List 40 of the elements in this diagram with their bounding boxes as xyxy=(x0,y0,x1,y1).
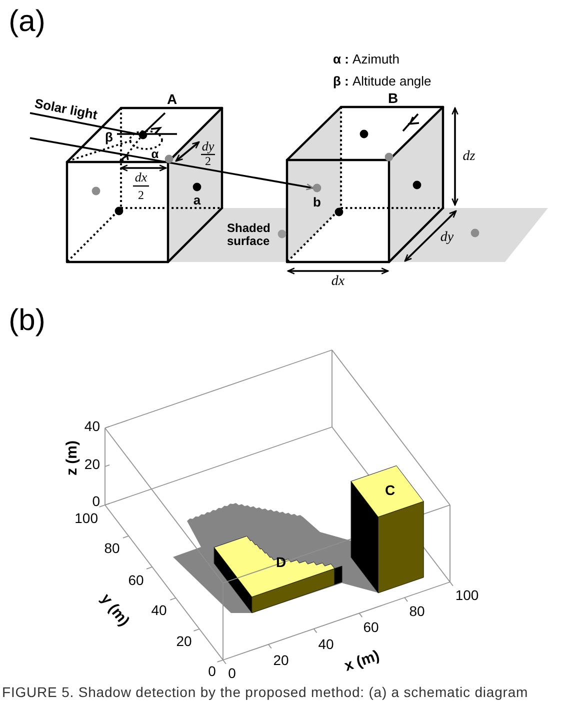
tick-label: 20 xyxy=(176,634,192,648)
symbol-definition: β : Altitude angle xyxy=(333,74,432,88)
ray-label: Solar light xyxy=(34,96,98,122)
tick-label: 40 xyxy=(84,419,100,433)
panel-label: (a) xyxy=(8,7,46,37)
tick-label: 0 xyxy=(92,494,100,508)
dimension-label: 2 xyxy=(205,155,211,167)
panel-label: (b) xyxy=(8,306,46,336)
tick-label: 100 xyxy=(455,588,479,602)
angle-label: α xyxy=(151,148,159,160)
dimension-label: dy xyxy=(440,231,454,245)
tick-label: 20 xyxy=(273,653,289,667)
tick-label: 20 xyxy=(84,457,100,471)
symbol-definition: α : Azimuth xyxy=(333,52,400,66)
dimension-label: dx xyxy=(331,275,345,289)
caption: FIGURE 5. Shadow detection by the proposed method: (a) a schematic diagram xyxy=(2,684,528,701)
axis-title: x (m) xyxy=(342,648,382,674)
tick-label: 60 xyxy=(363,620,379,634)
tick-label: 80 xyxy=(104,541,120,555)
dimension-label: dy xyxy=(202,140,214,152)
tick-label: 0 xyxy=(208,664,216,678)
axis-title: z (m) xyxy=(64,440,80,476)
tick-label: 80 xyxy=(409,604,425,618)
tick-label: 40 xyxy=(151,603,167,617)
angle-label: β xyxy=(105,130,113,144)
cube-label: B xyxy=(388,91,398,105)
dimension-label: dx xyxy=(134,170,148,184)
building-label: D xyxy=(276,555,286,569)
building-label: C xyxy=(384,483,396,497)
point-label: b xyxy=(313,196,321,208)
tick-label: 100 xyxy=(74,511,98,525)
dimension-label: 2 xyxy=(138,189,144,201)
tick-label: 40 xyxy=(318,637,334,651)
axis-title: y (m) xyxy=(98,591,132,629)
dimension-label: dz xyxy=(462,150,476,164)
tick-label: 60 xyxy=(128,573,144,587)
tick-label: 0 xyxy=(228,666,236,680)
point-label: a xyxy=(193,194,201,206)
surface-label: Shaded surface xyxy=(227,222,270,248)
cube-label: A xyxy=(166,92,178,106)
